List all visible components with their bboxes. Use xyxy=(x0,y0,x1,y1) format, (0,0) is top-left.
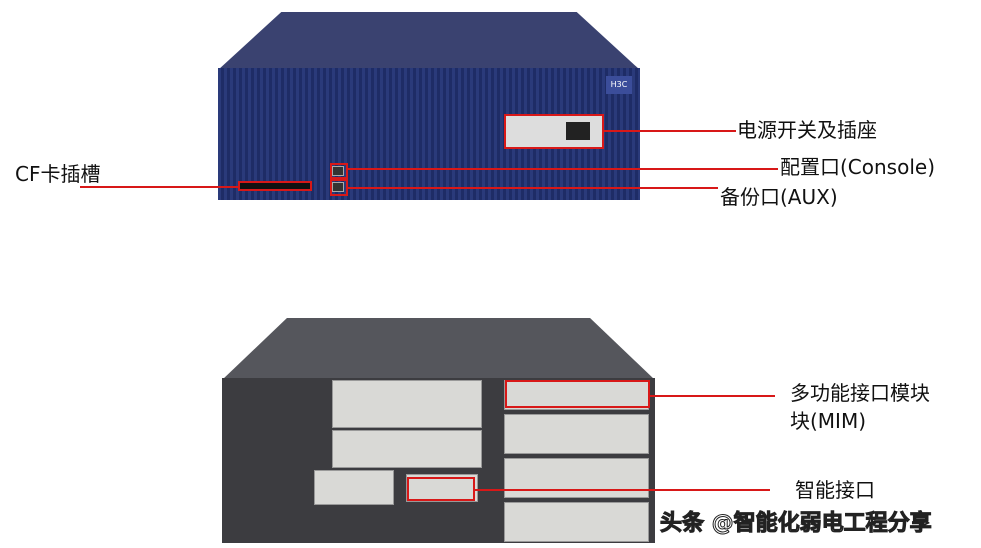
top-router-top-surface xyxy=(218,12,640,70)
module-card xyxy=(314,470,394,505)
watermark: 头条 @智能化弱电工程分享 xyxy=(660,511,933,537)
console-port xyxy=(332,166,344,176)
cf-card-slot xyxy=(240,183,312,189)
module-card xyxy=(332,430,482,468)
aux-port xyxy=(332,182,344,192)
aux-highlight xyxy=(330,179,348,196)
mim-card xyxy=(504,380,649,410)
smart-interface-leader-line xyxy=(475,489,770,491)
module-card xyxy=(504,502,649,542)
module-card xyxy=(504,414,649,454)
cf-highlight xyxy=(238,181,312,191)
power-socket xyxy=(566,122,590,140)
console-leader-line xyxy=(348,168,778,170)
cf-label: CF卡插槽 xyxy=(15,162,101,186)
top-router-front-panel: H3C xyxy=(218,68,640,200)
h3c-logo: H3C xyxy=(606,76,632,94)
power-label: 电源开关及插座 xyxy=(737,118,877,142)
mim-label-line2: 块(MIM) xyxy=(790,409,867,433)
smart-interface-label: 智能接口 xyxy=(795,478,875,502)
power-highlight xyxy=(504,114,604,149)
console-label: 配置口(Console) xyxy=(780,155,935,179)
smart-interface-highlight xyxy=(407,477,475,501)
power-module xyxy=(506,116,604,148)
module-card xyxy=(332,380,482,428)
cf-leader-line xyxy=(80,186,238,188)
mim-label-line1: 多功能接口模块 xyxy=(790,381,930,405)
module-card xyxy=(504,458,649,498)
aux-leader-line xyxy=(348,187,718,189)
console-highlight xyxy=(330,163,348,179)
aux-label: 备份口(AUX) xyxy=(720,185,838,209)
bottom-router-back-panel xyxy=(222,378,655,543)
power-leader-line xyxy=(604,130,736,132)
bottom-router-top-surface xyxy=(222,318,655,380)
mim-leader-line xyxy=(650,395,775,397)
mim-highlight xyxy=(505,380,650,408)
